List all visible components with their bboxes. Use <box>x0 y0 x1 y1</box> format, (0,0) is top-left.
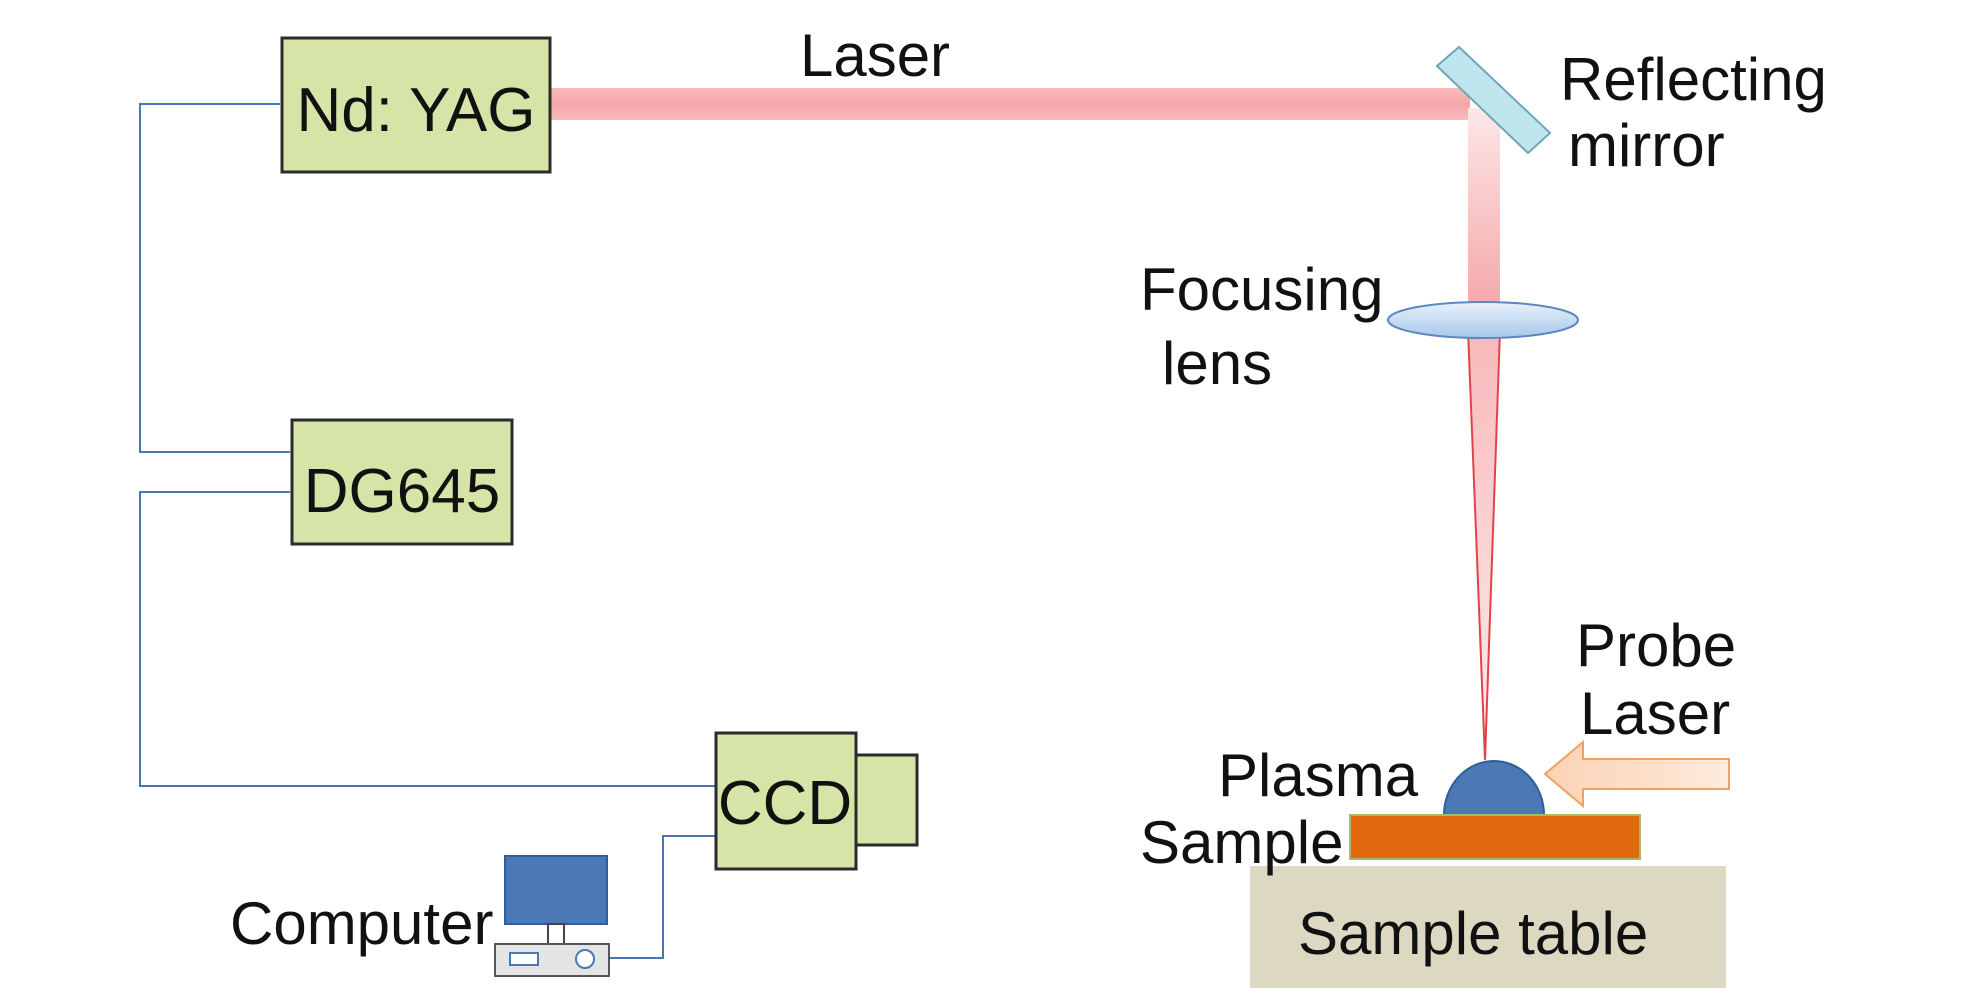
reflecting-mirror <box>1435 45 1552 155</box>
laser-beam-horizontal <box>548 88 1470 120</box>
computer-icon <box>494 855 610 977</box>
focusing-label: Focusing <box>1140 256 1383 323</box>
monitor-screen <box>504 855 608 925</box>
ccd-label: CCD <box>718 769 852 838</box>
power-button <box>575 949 595 969</box>
ccd-lens-block <box>853 753 919 847</box>
probe-label: Probe <box>1576 612 1736 679</box>
lens-label: lens <box>1162 330 1272 397</box>
nd-yag-laser: Nd: YAG <box>280 36 552 174</box>
nd-yag-label: Nd: YAG <box>297 76 536 145</box>
plasma-plume <box>1442 760 1546 816</box>
sample-label: Sample <box>1140 809 1343 876</box>
focused-beam-cone <box>1466 329 1502 761</box>
wire-dg645-to-ccd <box>139 491 715 787</box>
laser-beam-vertical <box>1468 108 1500 313</box>
signal-wires <box>139 103 715 959</box>
wire-yag-to-dg645 <box>139 103 290 453</box>
dg645-label: DG645 <box>304 457 500 526</box>
sample-table <box>1250 866 1726 988</box>
ccd-camera: CCD <box>714 731 919 871</box>
sample-plate <box>1349 814 1641 860</box>
dg645-delay-generator: DG645 <box>290 418 514 546</box>
wire-ccd-to-computer <box>603 835 715 959</box>
sample-table-label: Sample table <box>1298 900 1648 967</box>
monitor-stand <box>547 923 565 945</box>
probe-laser-arrow <box>1543 739 1730 809</box>
probe-laser-label: Laser <box>1580 680 1730 747</box>
mirror-label: mirror <box>1568 112 1725 179</box>
focusing-lens <box>1387 301 1579 339</box>
drive-slot <box>509 952 539 966</box>
laser-label: Laser <box>800 22 950 89</box>
computer-label: Computer <box>230 890 493 957</box>
reflecting-label: Reflecting <box>1560 46 1827 113</box>
plasma-label: Plasma <box>1218 742 1419 809</box>
